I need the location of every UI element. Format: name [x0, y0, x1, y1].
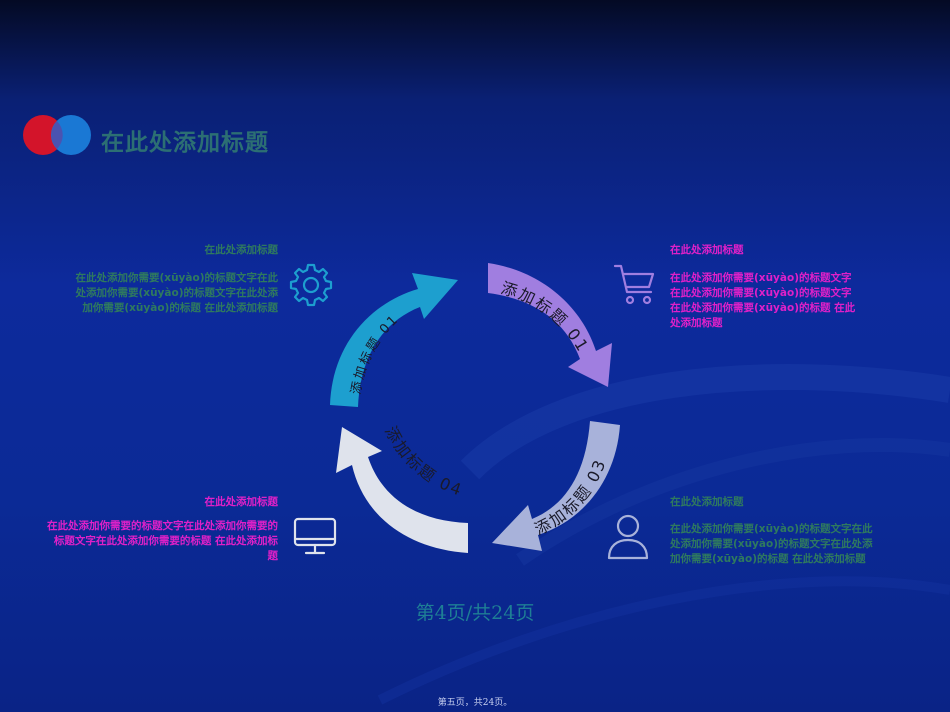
footer-text: 第五页，共24页。 [437, 698, 513, 708]
text-block-bottom-right: 在此处添加标题 在此处添加你需要(xūyào)的标题文字在此 处添加你需要(xū… [670, 495, 873, 567]
block-line: 处添加你需要(xūyào)的标题文字在此处添 [670, 538, 873, 550]
text-block-bottom-left: 在此处添加标题 在此处添加你需要的标题文字在此处添加你需要的 标题文字在此处添加… [47, 495, 278, 564]
block-line: 在此处添加你需要(xūyào)的标题 在此 [670, 302, 856, 314]
block-line: 在此处添加你需要(xūyào)的标题文字 [670, 287, 852, 299]
block-line: 在此处添加你需要(xūyào)的标题文字在此 [670, 523, 873, 535]
block-line: 在此处添加你需要(xūyào)的标题文字在此 [75, 272, 279, 284]
cycle-diagram: 添加标题 01 添加标题 01 添加标题 03 添加标题 04 [330, 263, 620, 553]
text-block-top-right: 在此处添加标题 在此处添加你需要(xūyào)的标题文字 在此处添加你需要(xū… [670, 243, 855, 331]
cycle-label-4: 添加标题 04 [381, 423, 465, 500]
monitor-icon [293, 517, 337, 555]
text-block-top-left: 在此处添加标题 在此处添加你需要(xūyào)的标题文字在此 处添加你需要(xū… [76, 243, 279, 316]
block-heading: 在此处添加标题 [670, 244, 744, 256]
block-heading: 在此处添加标题 [204, 244, 279, 256]
cycle-segment-4 [336, 427, 468, 553]
pagination-text: 第4页/共24页 [415, 602, 535, 624]
user-icon [607, 514, 649, 560]
cycle-segment-2 [488, 263, 612, 387]
block-heading: 在此处添加标题 [670, 496, 744, 508]
cycle-segment-1 [330, 273, 458, 407]
cycle-label-3: 添加标题 03 [531, 456, 610, 539]
block-line: 在此处添加你需要(xūyào)的标题文字 [670, 272, 852, 284]
block-line: 处添加标题 [670, 317, 723, 329]
block-line: 处添加你需要(xūyào)的标题文字在此处添 [75, 287, 279, 299]
block-line: 加你需要(xūyào)的标题 在此处添加标题 [82, 302, 278, 314]
gear-icon [289, 263, 333, 307]
block-line: 在此处添加你需要的标题文字在此处添加你需要的 [47, 520, 278, 532]
block-heading: 在此处添加标题 [204, 496, 279, 508]
block-line: 题 [267, 550, 279, 562]
block-line: 加你需要(xūyào)的标题 在此处添加标题 [670, 553, 866, 565]
cart-icon [613, 264, 655, 305]
block-line: 标题文字在此处添加你需要的标题 在此处添加标 [53, 535, 278, 547]
page-title: 在此处添加标题 [101, 130, 269, 156]
cycle-segment-3 [492, 421, 620, 551]
logo-circles [23, 115, 91, 155]
